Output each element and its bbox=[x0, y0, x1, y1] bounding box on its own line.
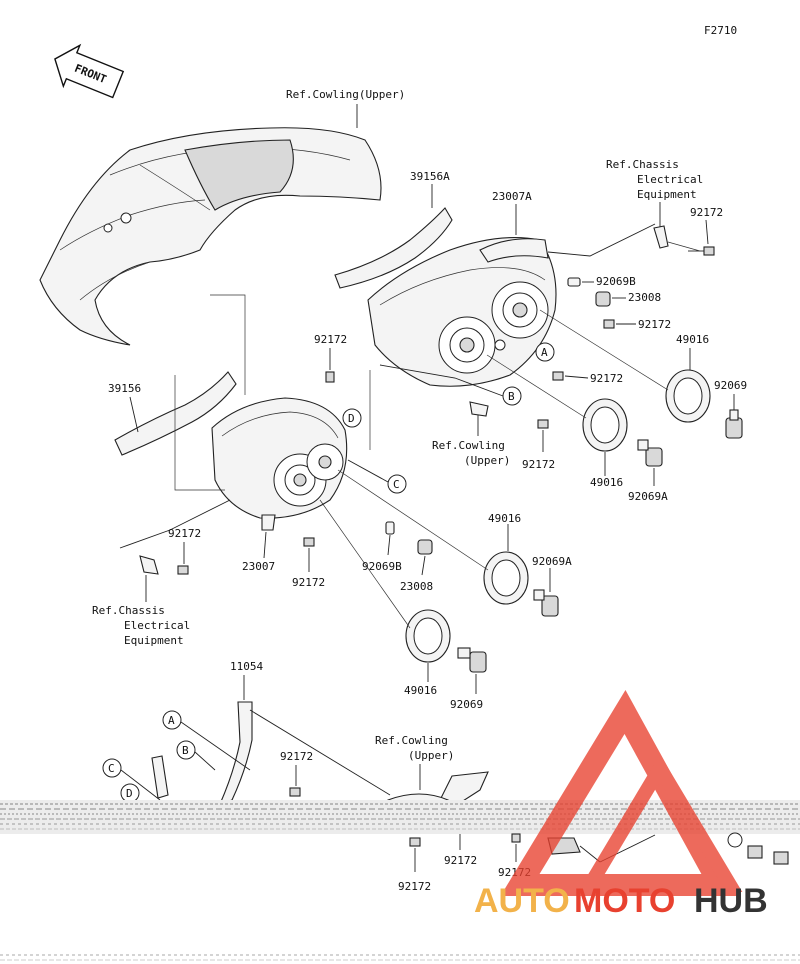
bracket-lower-left bbox=[151, 755, 169, 799]
watermark-logo bbox=[500, 690, 743, 896]
ref-chassis-right-2: Electrical bbox=[637, 173, 703, 186]
bolt-92172-r3 bbox=[552, 371, 564, 381]
grommet-lower bbox=[747, 845, 763, 859]
seal-49016-r bbox=[665, 369, 711, 423]
label-92172-r3: 92172 bbox=[590, 372, 623, 385]
bolt-92172-r2 bbox=[603, 319, 615, 329]
ref-cowling-mid-1: Ref.Cowling bbox=[432, 439, 505, 452]
label-23008-r: 23008 bbox=[628, 291, 661, 304]
cowling-upper-shape bbox=[39, 127, 382, 346]
label-92069-l: 92069 bbox=[450, 698, 483, 711]
label-92172-c: 92172 bbox=[522, 458, 555, 471]
callout-A-right-text: A bbox=[541, 346, 548, 359]
label-92069A-mid: 92069A bbox=[628, 490, 668, 503]
ref-cowling-mid-2: (Upper) bbox=[464, 454, 510, 467]
callout-D-upper bbox=[342, 408, 362, 428]
ref-cowling-bottom-2: (Upper) bbox=[408, 749, 454, 762]
seal-49016-mid bbox=[582, 398, 628, 452]
callout-B-lower-text: B bbox=[182, 744, 189, 757]
bolt-92172-b2 bbox=[409, 837, 421, 847]
ref-chassis-left-2: Electrical bbox=[124, 619, 190, 632]
callout-A-right bbox=[535, 342, 555, 362]
bolt-92172-l bbox=[177, 565, 189, 575]
label-23007A: 23007A bbox=[492, 190, 532, 203]
label-92172-r2: 92172 bbox=[638, 318, 671, 331]
headlamp-assembly-23007A bbox=[367, 236, 557, 387]
label-92172-l: 92172 bbox=[168, 527, 201, 540]
ref-chassis-left-3: Equipment bbox=[124, 634, 184, 647]
figure-code: F2710 bbox=[704, 24, 737, 37]
bracket-cowling-mid bbox=[469, 401, 489, 417]
trim-strip-39156 bbox=[114, 371, 237, 456]
seal-49016-l2 bbox=[405, 609, 451, 663]
socket-23008-l bbox=[417, 539, 433, 555]
ref-chassis-right-1: Ref.Chassis bbox=[606, 158, 679, 171]
bracket-left bbox=[139, 555, 159, 575]
label-23008-l: 23008 bbox=[400, 580, 433, 593]
bolt-92172-r1 bbox=[688, 246, 715, 256]
label-11054: 11054 bbox=[230, 660, 263, 673]
label-92069-r: 92069 bbox=[714, 379, 747, 392]
bulb-92069B-l bbox=[385, 521, 395, 535]
bolt-92172-mid bbox=[325, 371, 335, 383]
callout-C-lower-text: C bbox=[108, 762, 115, 775]
callout-C-lower bbox=[102, 758, 122, 778]
watermark-auto: AUTO bbox=[474, 882, 570, 920]
label-92172-b2: 92172 bbox=[398, 880, 431, 893]
callout-D-upper-text: D bbox=[348, 412, 355, 425]
bulb-92069A-l bbox=[533, 589, 559, 617]
callout-C-upper bbox=[387, 474, 407, 494]
label-39156A: 39156A bbox=[410, 170, 450, 183]
trim-strip-39156A bbox=[334, 207, 453, 289]
cowling-bracket-lower bbox=[439, 771, 489, 809]
callout-D-lower-text: D bbox=[126, 787, 133, 800]
ref-cowling-upper-top: Ref.Cowling(Upper) bbox=[286, 88, 405, 101]
ref-chassis-right-3: Equipment bbox=[637, 188, 697, 201]
headlamp-assembly-23007 bbox=[211, 397, 348, 531]
label-92172-b1: 92172 bbox=[280, 750, 313, 763]
label-92172-mid: 92172 bbox=[314, 333, 347, 346]
label-92172-b3: 92172 bbox=[444, 854, 477, 867]
bolt-92172-l2 bbox=[303, 537, 315, 547]
bolt-lower-right bbox=[773, 851, 789, 865]
callout-A-lower bbox=[162, 710, 182, 730]
label-39156: 39156 bbox=[108, 382, 141, 395]
label-92069A-l: 92069A bbox=[532, 555, 572, 568]
bulb-92069-r bbox=[725, 409, 743, 439]
bulb-92069A-mid bbox=[637, 439, 663, 467]
label-49016-l2: 49016 bbox=[404, 684, 437, 697]
bolt-92172-b4 bbox=[511, 833, 521, 843]
label-49016-l: 49016 bbox=[488, 512, 521, 525]
nut-lower-1 bbox=[727, 832, 743, 848]
socket-23008-r bbox=[595, 291, 611, 307]
callout-B-right-text: B bbox=[508, 390, 515, 403]
bracket-right bbox=[653, 225, 669, 249]
bulb-92069-l bbox=[457, 647, 487, 673]
callout-B-lower bbox=[176, 740, 196, 760]
bolt-92172-b1 bbox=[289, 787, 301, 797]
label-92069B-l: 92069B bbox=[362, 560, 402, 573]
watermark-moto: MOTO bbox=[574, 882, 675, 920]
label-49016-mid: 49016 bbox=[590, 476, 623, 489]
callout-C-upper-text: C bbox=[393, 478, 400, 491]
ref-cowling-bottom-1: Ref.Cowling bbox=[375, 734, 448, 747]
label-92172-l2: 92172 bbox=[292, 576, 325, 589]
front-arrow-icon: FRONT bbox=[54, 43, 125, 99]
bolt-92172-c bbox=[537, 419, 549, 429]
watermark-hub: HUB bbox=[694, 882, 768, 920]
label-23007: 23007 bbox=[242, 560, 275, 573]
label-92069B-r: 92069B bbox=[596, 275, 636, 288]
bulb-92069B-r bbox=[567, 277, 581, 287]
label-92172-r1: 92172 bbox=[690, 206, 723, 219]
seal-49016-l bbox=[483, 551, 529, 605]
label-49016-r: 49016 bbox=[676, 333, 709, 346]
callout-A-lower-text: A bbox=[168, 714, 175, 727]
ref-chassis-left-1: Ref.Chassis bbox=[92, 604, 165, 617]
